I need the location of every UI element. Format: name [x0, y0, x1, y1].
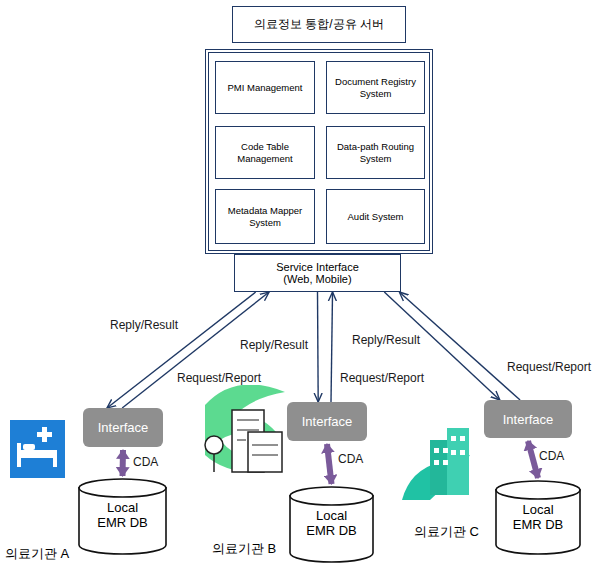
box-label: PMI Management — [228, 82, 303, 94]
institution-label: 의료기관 A — [5, 545, 69, 563]
server-frame: 의료정보 통합/공유 서버PMI ManagementDocument Regi… — [205, 49, 433, 254]
database-cylinder: Local EMR DB — [78, 478, 167, 554]
box-label: Audit System — [348, 211, 404, 223]
message-arrow — [317, 292, 319, 402]
module-box: Data-path Routing System — [326, 126, 425, 179]
bed-icon — [10, 420, 65, 478]
database-label: Local EMR DB — [509, 502, 567, 532]
interface-box: Interface — [484, 400, 572, 438]
message-label: Request/Report — [175, 371, 263, 385]
module-box: Audit System — [326, 189, 425, 244]
message-label: Reply/Result — [350, 333, 422, 347]
module-box: Metadata Mapper System — [215, 189, 315, 244]
server-title: 의료정보 통합/공유 서버 — [232, 6, 406, 43]
module-box: Document Registry System — [326, 61, 425, 114]
message-label: Reply/Result — [238, 338, 310, 352]
module-box: Code Table Management — [215, 126, 315, 179]
message-arrow — [107, 292, 256, 408]
institution-label: 의료기관 C — [414, 523, 479, 541]
hospital-c-icon — [402, 428, 470, 500]
cda-exchange-arrow — [120, 450, 127, 476]
service-interface-box: Service Interface (Web, Mobile) — [234, 254, 401, 292]
format-label: CDA — [131, 455, 160, 469]
box-label: Document Registry System — [333, 76, 418, 100]
interface-label: Interface — [302, 414, 353, 429]
message-label: Reply/Result — [108, 318, 180, 332]
box-label: Service Interface (Web, Mobile) — [264, 261, 372, 285]
box-label: Code Table Management — [222, 141, 308, 165]
interface-box: Interface — [287, 402, 367, 441]
module-box: PMI Management — [215, 61, 315, 114]
box-label: Metadata Mapper System — [222, 205, 308, 229]
format-label: CDA — [336, 452, 365, 466]
message-label: Request/Report — [338, 371, 426, 385]
database-cylinder: Local EMR DB — [289, 486, 374, 562]
database-cylinder: Local EMR DB — [495, 480, 581, 554]
database-label: Local EMR DB — [94, 500, 152, 530]
cda-exchange-arrow — [327, 444, 332, 484]
interface-box: Interface — [83, 408, 163, 447]
message-label: Request/Report — [505, 360, 593, 374]
format-label: CDA — [537, 449, 566, 463]
database-label: Local EMR DB — [303, 508, 361, 538]
box-label: Data-path Routing System — [333, 141, 418, 165]
interface-label: Interface — [98, 420, 149, 435]
hospital-b-icon — [205, 384, 285, 472]
message-arrow — [331, 292, 333, 402]
institution-label: 의료기관 B — [212, 540, 276, 558]
interface-label: Interface — [503, 412, 554, 427]
